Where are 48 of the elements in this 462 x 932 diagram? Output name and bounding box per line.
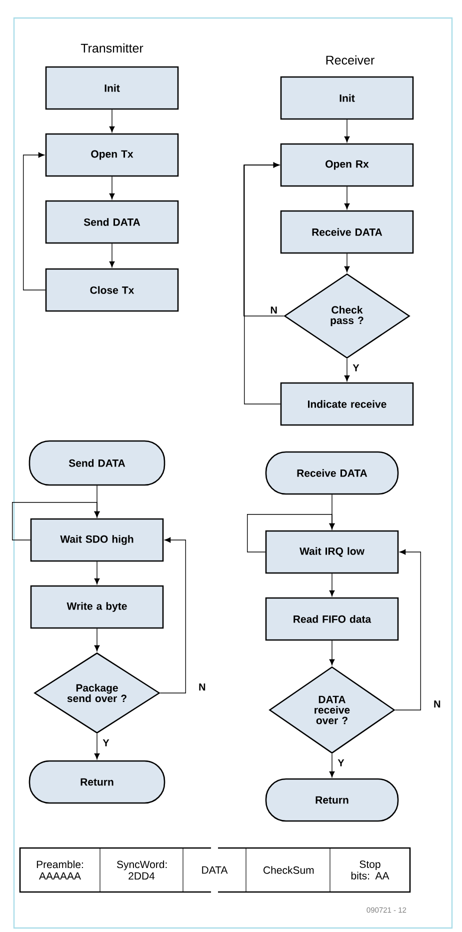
table-cell: Stop bits: AA: [351, 860, 390, 880]
process-box: Write a byte: [30, 585, 164, 629]
terminal-box: Return: [265, 778, 399, 822]
edge-label: N: [270, 306, 277, 314]
process-box: Receive DATA: [280, 210, 414, 254]
process-box: Indicate receive: [280, 382, 414, 426]
process-box: Wait SDO high: [30, 518, 164, 562]
arrow: [344, 358, 350, 382]
arrow: [109, 109, 115, 132]
arrow: [329, 573, 335, 596]
edge-label: N: [434, 700, 440, 708]
edge-label: Y: [352, 364, 360, 372]
arrow: [247, 514, 335, 552]
process-box: Init: [280, 76, 414, 120]
process-box: Send DATA: [45, 200, 179, 244]
process-box: Close Tx: [45, 268, 179, 312]
arrow: [329, 640, 335, 666]
terminal-box: Receive DATA: [265, 451, 399, 495]
terminal-box: Return: [28, 760, 166, 804]
table-cell: SyncWord: 2DD4: [116, 860, 167, 880]
edge-label: N: [199, 684, 206, 690]
terminal-box: Send DATA: [28, 440, 166, 486]
table-cell: Preamble: AAAAAA: [36, 860, 83, 880]
edge-label: Y: [102, 739, 110, 746]
arrow: [94, 628, 100, 652]
arrow: [12, 502, 100, 540]
arrow: [344, 119, 350, 142]
process-box: Open Tx: [45, 133, 179, 177]
column-heading: Transmitter: [80, 43, 144, 53]
arrow: [109, 176, 115, 200]
arrow: [344, 186, 350, 210]
arrow: [329, 753, 335, 778]
arrow: [94, 561, 100, 584]
arrow: [344, 253, 350, 272]
process-box: Open Rx: [280, 143, 414, 187]
table-cell: CheckSum: [264, 866, 314, 874]
arrow: [94, 733, 100, 760]
arrow: [160, 537, 186, 694]
table-cell: DATA: [202, 866, 228, 874]
arrow: [244, 162, 281, 404]
process-box: Read FIFO data: [265, 597, 399, 641]
column-heading: Receiver: [326, 55, 374, 65]
process-box: Init: [45, 66, 179, 110]
arrow: [109, 243, 115, 268]
arrow: [23, 152, 46, 290]
process-box: Wait IRQ low: [265, 530, 399, 574]
edge-label: Y: [338, 759, 344, 766]
arrow: [394, 549, 421, 710]
